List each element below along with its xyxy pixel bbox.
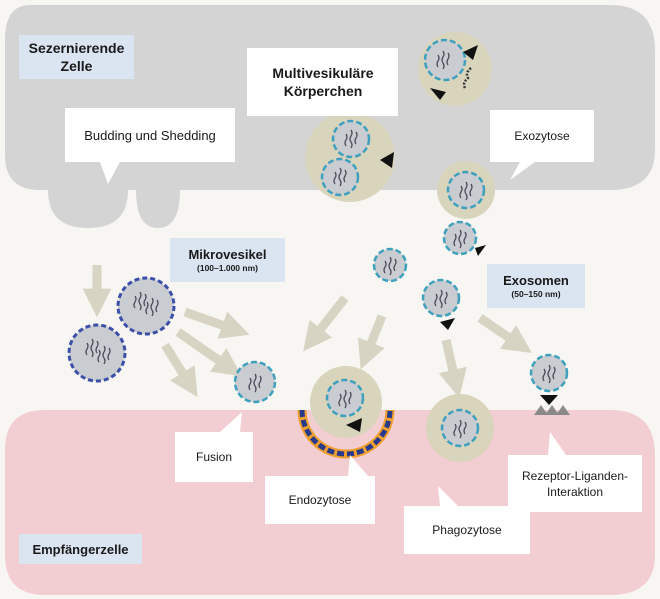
label-receptor-ligand-line2: Interaktion — [546, 484, 604, 499]
arrow-exo-endo-1 — [303, 295, 349, 352]
arrow-exo-receptor — [477, 314, 532, 354]
arrow-exo-endo-2 — [357, 314, 387, 370]
label-fusion-text: Fusion — [195, 450, 233, 464]
label-receptor-ligand: Rezeptor-Liganden- Interaktion — [508, 455, 642, 512]
arrow-mv-3 — [161, 342, 198, 398]
label-recipient-cell-text: Empfängerzelle — [32, 541, 129, 557]
label-exocytosis: Exozytose — [490, 110, 594, 162]
label-exosomes: Exosomen (50–150 nm) — [487, 264, 585, 308]
phagocytosis-event — [426, 394, 494, 462]
callout-exocytosis — [490, 110, 594, 180]
receptor-ligand-event — [529, 353, 570, 415]
label-exosomes-size: (50–150 nm) — [511, 289, 561, 299]
fusion-vesicle — [233, 360, 277, 404]
label-recipient-cell: Empfängerzelle — [19, 534, 142, 564]
label-mvb-text: Multivesikuläre Körperchen — [272, 65, 374, 99]
callout-endocytosis — [265, 455, 375, 524]
arrow-exo-phago — [438, 339, 467, 399]
label-microvesicles-size: (100–1.000 nm) — [197, 263, 258, 273]
mvb-2 — [305, 112, 395, 202]
callout-phagocytosis — [404, 486, 530, 554]
label-exocytosis-text: Exozytose — [514, 129, 570, 143]
label-budding-text: Budding und Shedding — [84, 127, 216, 143]
label-microvesicles-text: Mikrovesikel — [188, 247, 267, 262]
label-budding: Budding und Shedding — [65, 108, 235, 162]
mvb-1 — [418, 32, 492, 106]
label-microvesicles: Mikrovesikel (100–1.000 nm) — [170, 238, 285, 282]
label-phagocytosis: Phagozytose — [404, 506, 530, 554]
label-endocytosis-text: Endozytose — [288, 493, 352, 507]
label-endocytosis: Endozytose — [265, 476, 375, 524]
endocytosis-event — [297, 366, 395, 459]
label-receptor-ligand-line1: Rezeptor-Liganden- — [521, 468, 629, 483]
exocytosis-vesicles — [372, 161, 495, 330]
label-secreting-cell-text: Sezernierende Zelle — [28, 40, 125, 74]
label-mvb: Multivesikuläre Körperchen — [252, 52, 394, 112]
microvesicles — [67, 276, 176, 383]
arrows — [82, 265, 532, 399]
callout-receptor — [508, 432, 642, 512]
callout-mvb — [247, 48, 398, 116]
secreting-cell — [5, 5, 655, 228]
callout-fusion — [175, 412, 253, 482]
arrow-mv-fusion — [183, 307, 250, 339]
callouts — [65, 48, 642, 554]
arrow-mv-2 — [175, 328, 242, 377]
label-fusion: Fusion — [175, 432, 253, 482]
label-exosomes-text: Exosomen — [503, 273, 569, 288]
callout-budding — [65, 108, 235, 184]
label-secreting-cell: Sezernierende Zelle — [19, 35, 134, 79]
label-phagocytosis-text: Phagozytose — [432, 523, 502, 537]
